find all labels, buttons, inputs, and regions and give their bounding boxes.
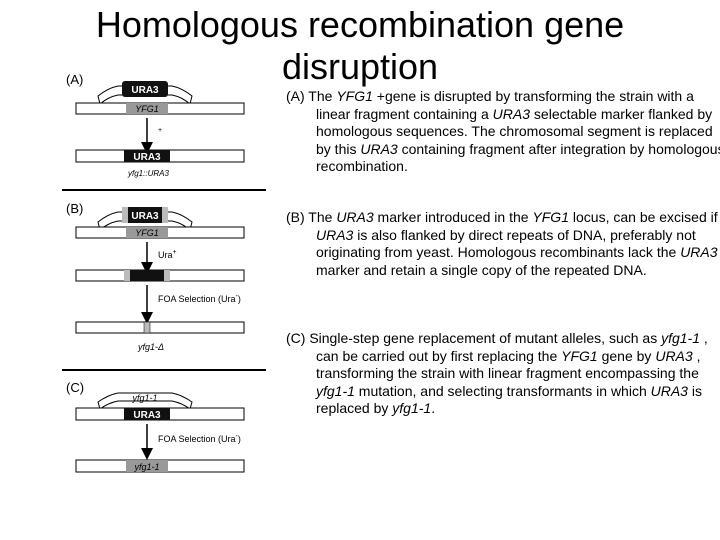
paragraph-c: (C) Single-step gene replacement of muta… (286, 330, 708, 416)
panel-a-result-caption: yfg1::URA3 (127, 169, 169, 178)
panel-b-insert-fragment: URA3 (97, 207, 193, 231)
page-title-line-2: disruption (281, 46, 439, 87)
paragraph-a: (A) The YFG1 +gene is disrupted by trans… (286, 88, 720, 174)
panel-c-insert-fragment: yfg1-1 (97, 392, 193, 410)
panel-a-gene-label: YFG1 (135, 104, 159, 114)
page-title-line-1: Homologous recombination gene (95, 4, 625, 45)
recombination-diagram: (A) URA3 YFG1 + URA3 yfg1::URA3 (B) URA3… (62, 72, 266, 473)
panel-b-intermediate-chromosome (75, 269, 245, 282)
panel-b-letter: (B) (66, 201, 83, 216)
panel-a-letter: (A) (66, 72, 83, 87)
panel-b-result-caption: yfg1-Δ (137, 342, 164, 352)
panel-a-selection: + (158, 127, 162, 134)
panel-b-selection-1: Ura+ (158, 249, 177, 260)
page-title: Homologous recombination gene disruption (0, 4, 720, 88)
panel-c-letter: (C) (66, 380, 84, 395)
panel-b-insert-label: URA3 (131, 211, 159, 222)
panel-b-result-chromosome (75, 321, 245, 334)
panel-a-insert-label: URA3 (131, 85, 159, 96)
panel-c-selection: FOA Selection (Ura-) (158, 433, 241, 444)
panel-c-chromosome: URA3 (75, 407, 245, 421)
panel-c-marker-label: URA3 (133, 410, 161, 421)
paragraph-b: (B) The URA3 marker introduced in the YF… (286, 209, 718, 278)
panel-b-gene-label: YFG1 (135, 228, 159, 238)
panel-a-chromosome: YFG1 (75, 102, 245, 115)
panel-c-top-label: yfg1-1 (131, 393, 157, 403)
panel-a-result-marker: URA3 (133, 152, 161, 163)
panel-a-insert-fragment: URA3 (97, 81, 193, 105)
panel-a-result-chromosome: URA3 (75, 149, 245, 163)
panel-c-result-label: yfg1-1 (133, 462, 159, 472)
panel-c-result-chromosome: yfg1-1 (75, 459, 245, 473)
panel-b-chromosome: YFG1 (75, 226, 245, 239)
panel-b-selection-2: FOA Selection (Ura-) (158, 293, 241, 304)
